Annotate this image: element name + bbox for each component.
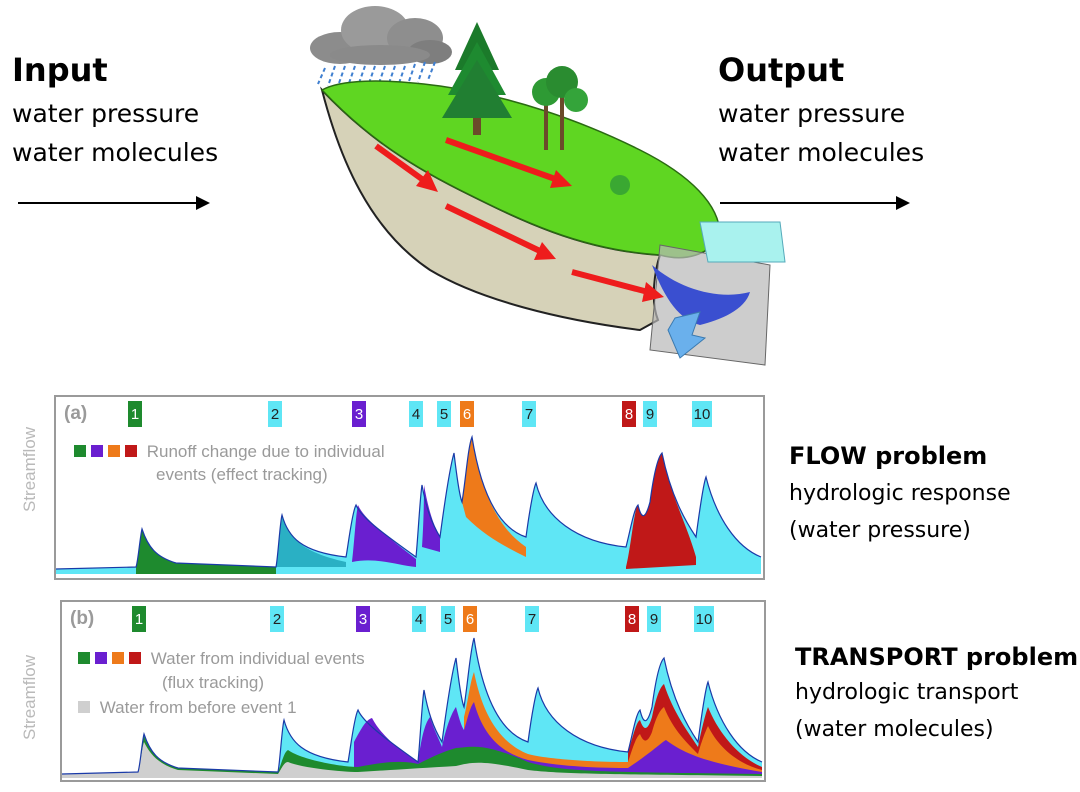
panel-a-event8-area [626,453,696,569]
tree-icon [442,22,630,195]
output-line1: water pressure [718,99,906,128]
panel-b-legend-line3: Water from before event 1 [99,698,297,717]
panel-a-event-marker-10: 10 [692,401,712,427]
panel-b-cyan-area [62,638,762,778]
panel-a-legend: Runoff change due to individual [74,441,385,462]
panel-b-event-marker-10: 10 [694,606,714,632]
legend-orange-swatch [108,445,120,457]
input-arrow [18,196,210,210]
panel-b-event-marker-6: 6 [463,606,477,632]
panel-b-label: (b) [70,608,95,629]
legend-purple-swatch [91,445,103,457]
transport-line2: (water molecules) [795,717,994,742]
legend-gray-swatch [78,701,90,713]
panel-b-legend-line2: (flux tracking) [162,673,265,692]
transport-title: TRANSPORT problem [795,643,1079,671]
panel-b-event-marker-2: 2 [270,606,284,632]
panel-b-legend-line1: Water from individual events [150,649,365,668]
panel-a-hydrograph [56,434,762,574]
output-arrow [720,196,910,210]
panel-b-event-marker-7: 7 [525,606,539,632]
panel-a-event-marker-2: 2 [268,401,282,427]
panel-a-event1-area [136,529,276,574]
panel-b-legend-gray: Water from before event 1 [78,697,297,718]
transport-line1: hydrologic transport [795,680,1019,705]
output-line2: water molecules [718,138,925,167]
panel-a-event-marker-1: 1 [128,401,142,427]
legend-purple-swatch [95,652,107,664]
legend-red-swatch [125,445,137,457]
hillslope-illustration [310,6,786,366]
panel-a-event-marker-4: 4 [409,401,423,427]
panel-b-event-marker-8: 8 [625,606,639,632]
flow-title: FLOW problem [789,442,988,470]
output-title: Output [718,51,845,89]
panel-a-legend-line1: Runoff change due to individual [146,442,385,461]
panel-a-hydrograph-line [56,434,762,570]
panel-b-event6-band [464,672,762,778]
panel-b-ylabel: Streamflow [20,654,39,740]
panel-a-event-marker-9: 9 [643,401,657,427]
panel-b-event-marker-9: 9 [647,606,661,632]
panel-a-event-marker-3: 3 [352,401,366,427]
input-line1: water pressure [12,99,200,128]
flow-line1: hydrologic response [789,481,1011,506]
panel-a-event-marker-6: 6 [460,401,474,427]
panel-a-label: (a) [64,403,88,424]
panel-a-legend-line2: events (effect tracking) [156,465,328,484]
legend-red-swatch [129,652,141,664]
panel-b-legend: Water from individual events [78,648,365,669]
rain-cloud-icon [310,6,452,87]
panel-a-event-marker-5: 5 [437,401,451,427]
input-title: Input [12,51,108,89]
panel-a-event-marker-8: 8 [622,401,636,427]
panel-b-hydrograph-line [62,637,763,775]
legend-green-swatch [78,652,90,664]
panel-b-event-marker-3: 3 [356,606,370,632]
panel-b-hydrograph [62,637,763,778]
panel-b-event-marker-1: 1 [132,606,146,632]
panel-a-event2-shade [276,515,346,567]
panel-b-event-marker-4: 4 [412,606,426,632]
panel-b-baseline-area [62,742,762,778]
panel-a-ylabel: Streamflow [20,426,39,512]
panel-b-event-marker-5: 5 [441,606,455,632]
flow-arrows [374,137,664,302]
legend-orange-swatch [112,652,124,664]
input-line2: water molecules [12,138,219,167]
panel-a-event-marker-7: 7 [522,401,536,427]
flow-line2: (water pressure) [789,518,971,543]
panel-a-cyan-area [56,437,761,574]
legend-green-swatch [74,445,86,457]
